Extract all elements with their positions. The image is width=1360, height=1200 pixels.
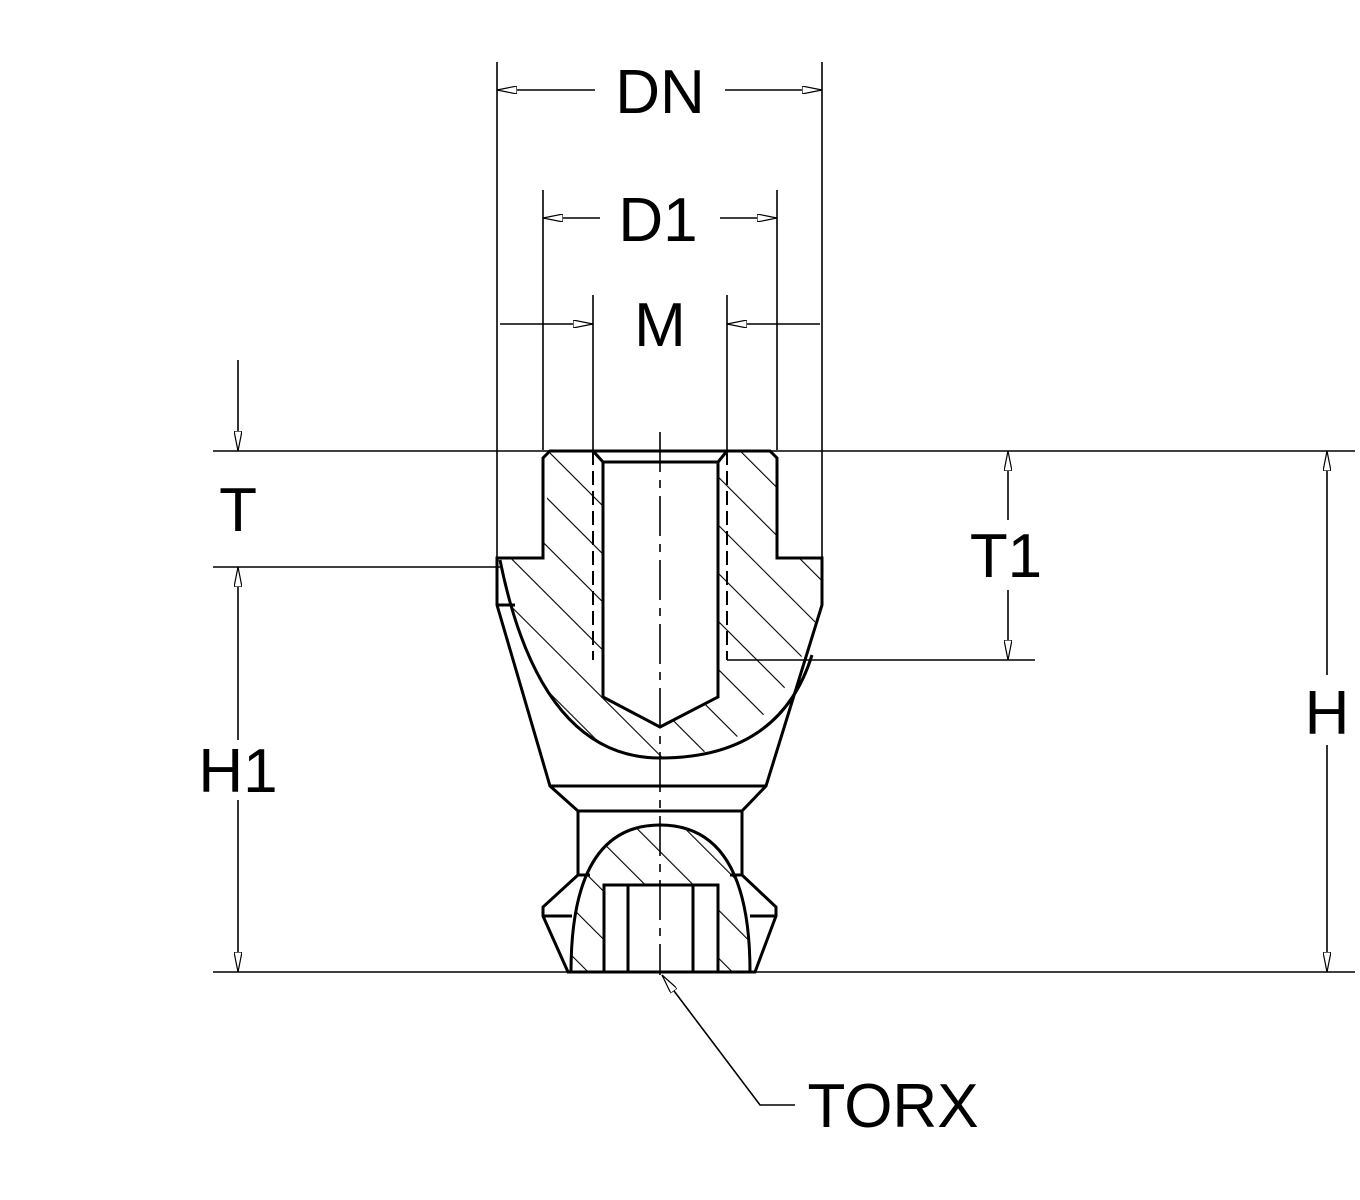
label-h1: H1 bbox=[198, 737, 277, 806]
label-m: M bbox=[634, 291, 686, 360]
dimension-lines bbox=[213, 62, 1355, 1106]
section-hatch bbox=[500, 451, 822, 758]
label-torx: TORX bbox=[807, 1072, 978, 1141]
label-d1: D1 bbox=[618, 186, 697, 255]
nozzle-part bbox=[495, 432, 824, 975]
outer-outline bbox=[495, 449, 824, 974]
label-t: T bbox=[219, 476, 257, 545]
label-t1: T1 bbox=[970, 522, 1042, 591]
label-dn: DN bbox=[615, 58, 705, 127]
bowl-arc bbox=[498, 559, 814, 760]
torx-socket bbox=[602, 883, 720, 974]
dome-hatch bbox=[571, 825, 750, 972]
label-h: H bbox=[1305, 679, 1350, 748]
